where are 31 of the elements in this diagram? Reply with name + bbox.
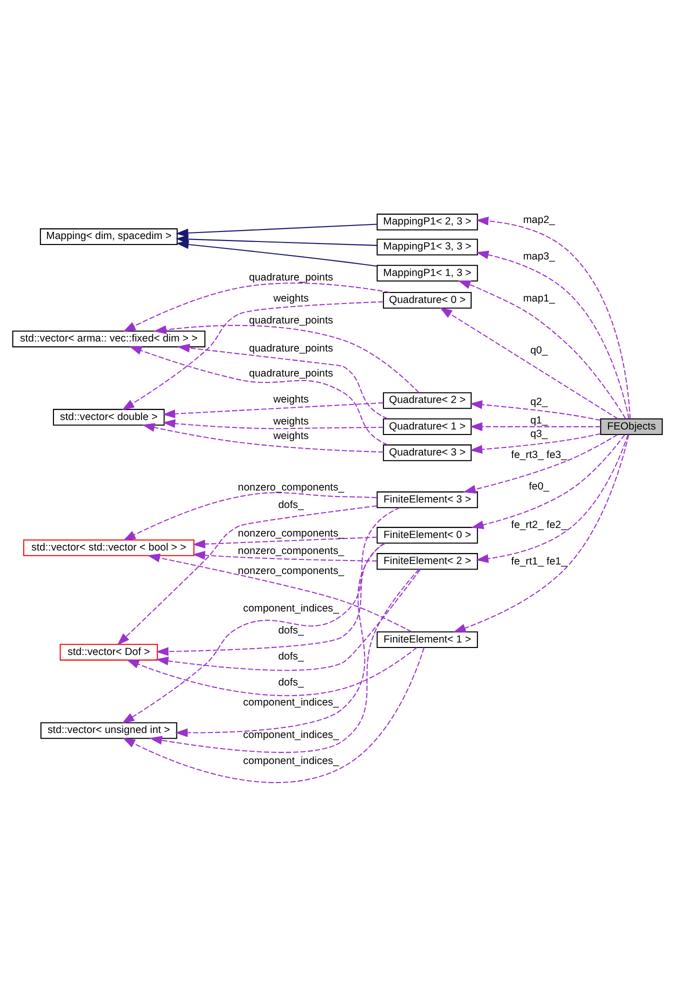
edge-label: dofs_ [278, 651, 304, 662]
edge-label: fe0_ [528, 480, 550, 492]
edge-label: weights [273, 416, 309, 428]
edge-label: quadrature_points [248, 272, 334, 283]
edge-label: component_indices_ [243, 603, 339, 614]
edge-label: nonzero_components_ [238, 565, 344, 576]
edge-label: q0_ [530, 345, 548, 356]
edge-label: quadrature_points [248, 368, 334, 380]
edge-label: component_indices_ [243, 729, 339, 740]
edge-label: fe_rt2_ fe2_ [511, 519, 567, 530]
edge-label: map2_ [523, 214, 555, 226]
edge-label: dofs_ [278, 677, 304, 688]
edge-label: weights [273, 394, 309, 406]
edge-label: component_indices_ [243, 696, 339, 708]
edge-label: quadrature_points [248, 342, 334, 354]
edge-label: weights [273, 430, 309, 442]
edge-label: q3_ [530, 428, 548, 440]
edge-label: nonzero_components_ [238, 546, 344, 557]
edge-label: quadrature_points [248, 314, 334, 326]
edge-label: dofs_ [278, 624, 304, 636]
edge-label: nonzero_components_ [238, 482, 344, 493]
edge-label: dofs_ [278, 500, 304, 511]
edge-label: fe_rt1_ fe1_ [511, 556, 567, 568]
edge-label: map1_ [523, 292, 555, 304]
edge-label: nonzero_components_ [238, 528, 344, 539]
edge-label: fe_rt3_ fe3_ [511, 450, 567, 461]
edge-label: q1_ [530, 415, 548, 426]
edge-label: map3_ [523, 251, 555, 262]
edge-label: weights [273, 292, 309, 304]
edge-label: q2_ [530, 396, 548, 408]
edge-label: component_indices_ [243, 755, 339, 766]
